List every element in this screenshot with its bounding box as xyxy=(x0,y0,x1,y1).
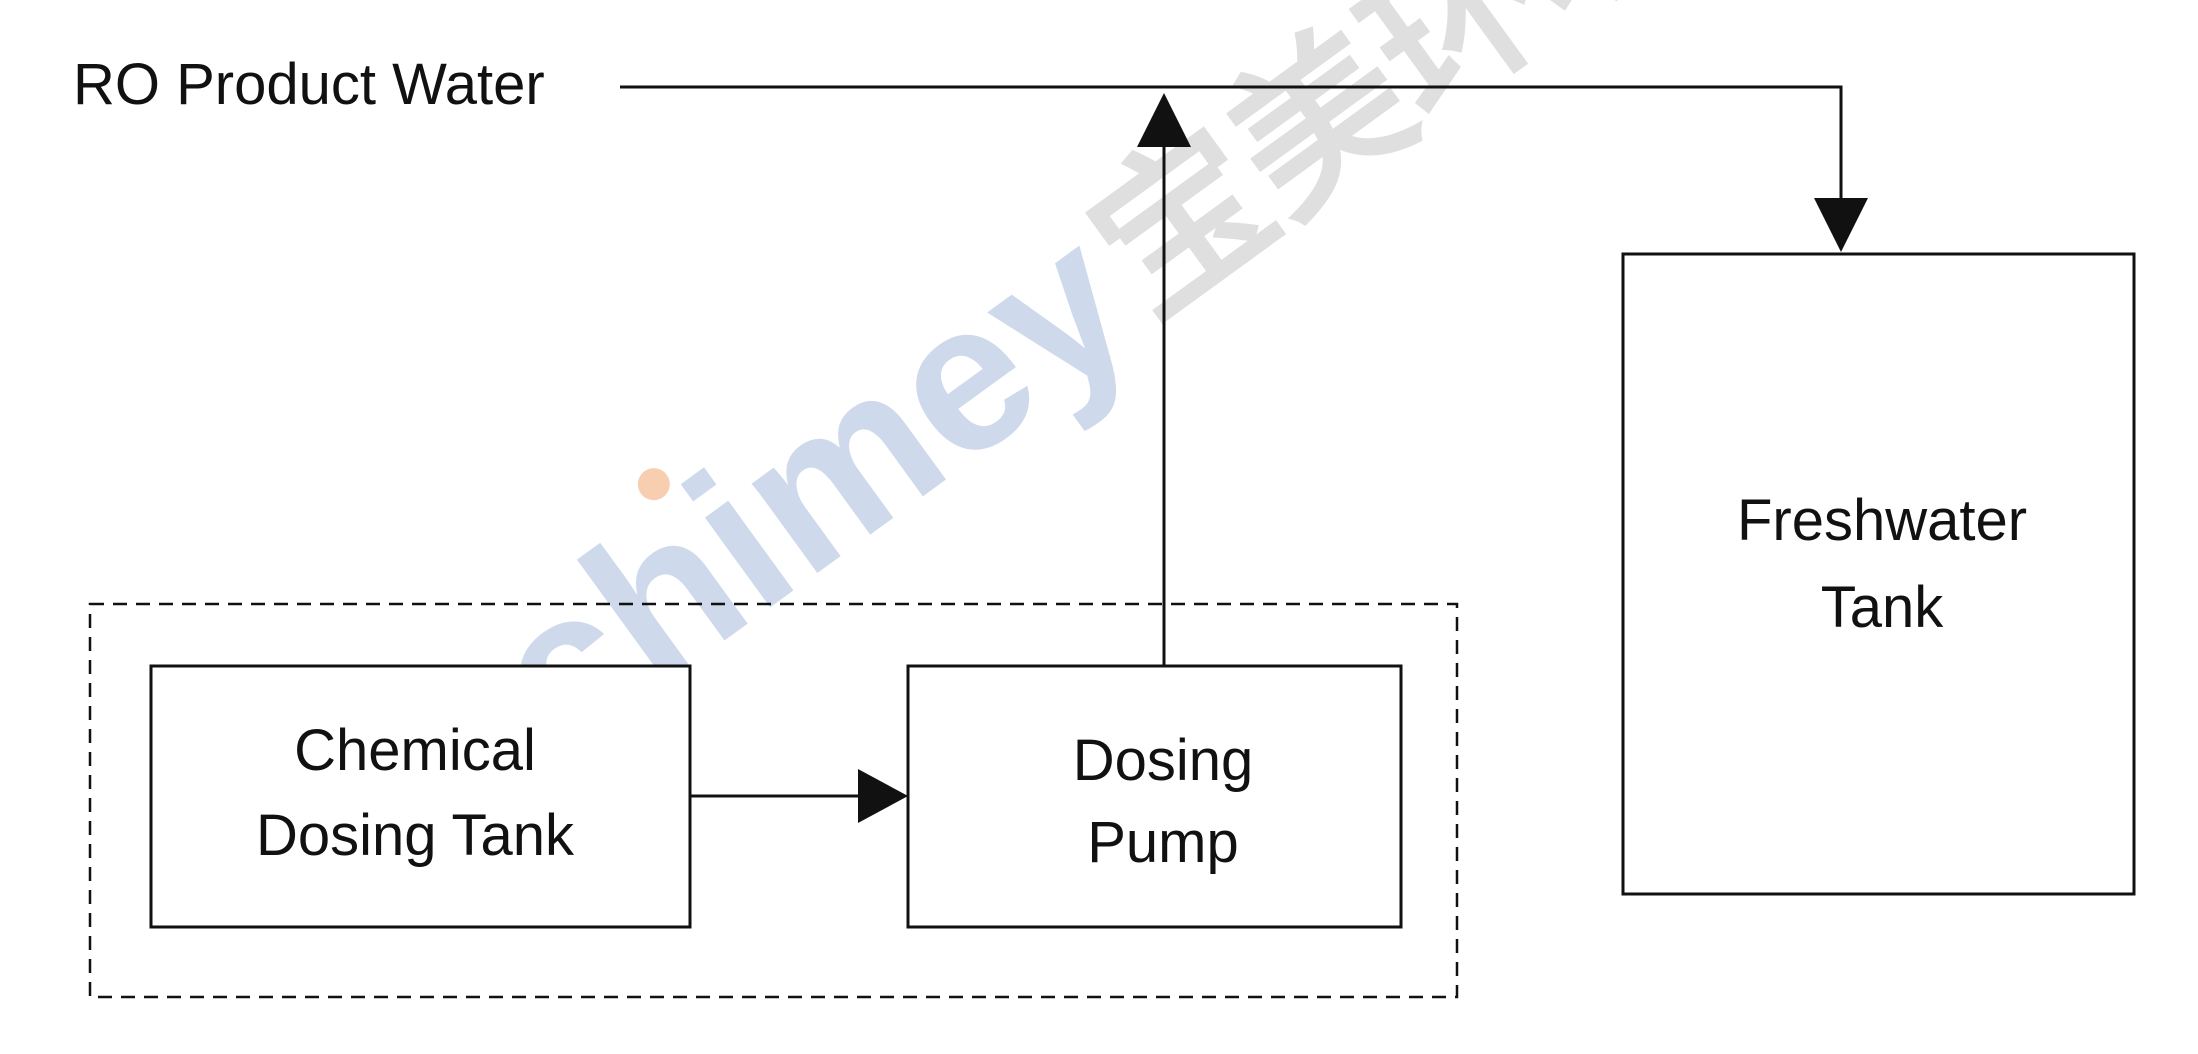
chemical-dosing-tank-box xyxy=(149,664,692,929)
dosing-pump-label-2: Pump xyxy=(1087,810,1239,875)
ro-product-water-label: RO Product Water xyxy=(73,52,545,117)
watermark-cn: 宝美环境 xyxy=(1059,0,1721,350)
arrow-up-injection xyxy=(1137,93,1191,147)
dosing-system-group xyxy=(88,602,1459,999)
freshwater-tank-box xyxy=(1621,252,2136,896)
freshwater-tank-label-1: Freshwater xyxy=(1737,488,2027,553)
chemical-tank-label-2: Dosing Tank xyxy=(256,803,575,868)
product-water-line xyxy=(620,85,1843,200)
dosing-pump-box xyxy=(906,664,1403,929)
chemical-tank-label-1: Chemical xyxy=(294,718,536,783)
arrow-to-freshwater-tank xyxy=(1814,198,1868,252)
watermark-dot xyxy=(637,468,670,501)
dosing-pump-label-1: Dosing xyxy=(1073,728,1254,793)
arrow-to-pump xyxy=(858,769,908,823)
freshwater-tank-label-2: Tank xyxy=(1821,575,1945,640)
